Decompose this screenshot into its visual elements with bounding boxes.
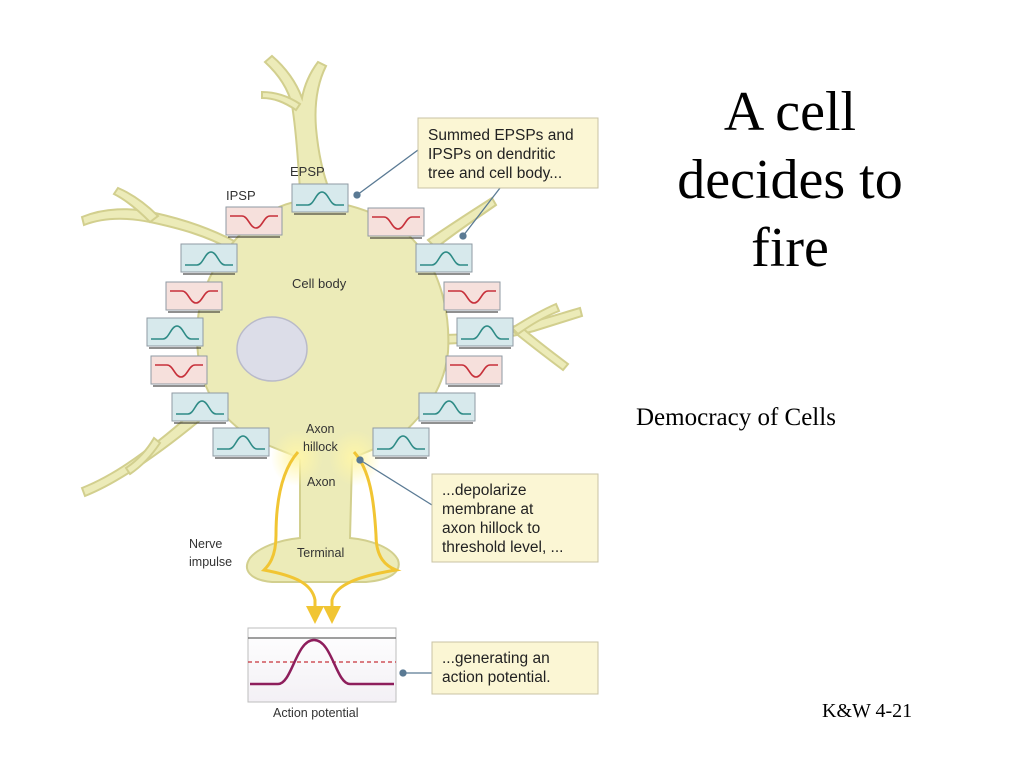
slide-title-line-2: decides to <box>677 149 903 211</box>
action-potential-graph <box>247 627 397 703</box>
epsp-trace-box <box>291 183 349 215</box>
epsp-trace-box <box>418 392 476 424</box>
axon-label: Axon <box>307 475 336 489</box>
citation: K&W 4-21 <box>822 700 913 722</box>
slide-title-line-3: fire <box>751 217 829 279</box>
callout-2: ...depolarize membrane at axon hillock t… <box>431 473 599 563</box>
epsp-trace-box <box>212 427 270 459</box>
epsp-trace-box <box>146 317 204 349</box>
axon-hillock-label-1: Axon <box>306 422 335 436</box>
slide-subtitle: Democracy of Cells <box>636 404 836 431</box>
callout-3-line-1: ...generating an <box>442 650 550 667</box>
nerve-impulse-label-1: Nerve <box>189 537 222 551</box>
ipsp-label: IPSP <box>226 188 256 203</box>
nerve-impulse-path <box>260 451 402 610</box>
epsp-label: EPSP <box>290 164 325 179</box>
ipsp-trace-box <box>367 207 425 239</box>
ipsp-trace-box <box>445 355 503 387</box>
callout-2-line-3: axon hillock to <box>442 520 540 537</box>
callout-1-line-3: tree and cell body... <box>428 165 562 182</box>
ipsp-trace-box <box>150 355 208 387</box>
epsp-trace-box <box>456 317 514 349</box>
callout-connectors <box>353 149 501 677</box>
epsp-trace-box <box>171 392 229 424</box>
axon-hillock-label-2: hillock <box>303 440 338 454</box>
nerve-impulse-label-2: impulse <box>189 555 232 569</box>
epsp-trace-box <box>372 427 430 459</box>
epsp-trace-box <box>180 243 238 275</box>
callout-3-line-2: action potential. <box>442 669 551 686</box>
cell-body-label: Cell body <box>292 276 347 291</box>
ipsp-trace-box <box>443 281 501 313</box>
callout-1-line-1: Summed EPSPs and <box>428 127 574 144</box>
terminal-label: Terminal <box>297 546 344 560</box>
psp-boxes <box>146 183 514 459</box>
impulse-arrowheads <box>306 606 341 624</box>
callout-3: ...generating an action potential. <box>431 641 599 695</box>
callout-1-line-2: IPSPs on dendritic <box>428 146 556 163</box>
callout-2-line-2: membrane at <box>442 501 534 518</box>
callout-1: Summed EPSPs and IPSPs on dendritic tree… <box>417 117 599 189</box>
ipsp-trace-box <box>225 206 283 238</box>
slide-title-line-1: A cell <box>723 81 857 143</box>
slide-title: A cell decides to fire <box>640 78 940 282</box>
action-potential-label: Action potential <box>273 706 358 720</box>
axon-hillock-glow <box>271 430 381 486</box>
nucleus <box>236 316 308 382</box>
epsp-trace-box <box>415 243 473 275</box>
ipsp-trace-box <box>165 281 223 313</box>
neuron-diagram: EPSP IPSP Cell body Axon hillock Axon Te… <box>80 54 599 720</box>
callout-2-line-1: ...depolarize <box>442 482 526 499</box>
callout-2-line-4: threshold level, ... <box>442 539 563 556</box>
